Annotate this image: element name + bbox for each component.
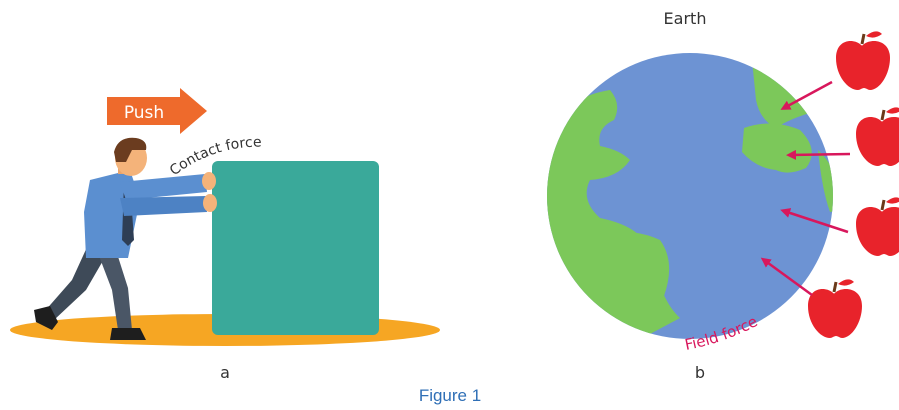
earth-globe <box>547 53 833 339</box>
earth-label: Earth <box>664 9 707 28</box>
apple-icon <box>856 197 899 256</box>
apple-icon <box>856 107 899 166</box>
push-arrow: Push <box>107 88 207 134</box>
panel-b-sublabel: b <box>695 363 705 382</box>
field-force-arrow <box>780 80 833 110</box>
panel-a: Push Contact force <box>10 88 440 382</box>
field-force-arrow <box>786 149 851 160</box>
person-pushing <box>34 137 217 340</box>
pushed-box <box>212 161 379 335</box>
field-force-arrow <box>780 208 849 234</box>
apple-icon <box>808 279 862 338</box>
apple-icon <box>836 31 890 90</box>
push-label: Push <box>124 103 164 123</box>
figure-caption: Figure 1 <box>419 386 481 405</box>
panel-a-sublabel: a <box>220 363 230 382</box>
field-force-arrow <box>760 257 813 297</box>
panel-b: Earth <box>547 9 899 382</box>
